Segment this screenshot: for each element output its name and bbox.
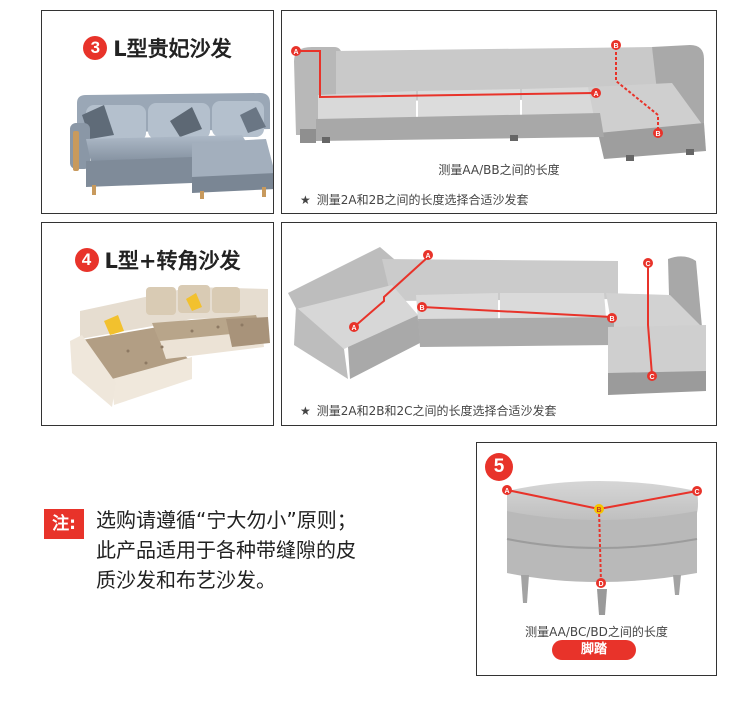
note-text: 选购请遵循“宁大勿小”原则； 此产品适用于各种带缝隙的皮 质沙发和布艺沙发。 <box>96 505 436 595</box>
measure-point-a: A <box>591 88 601 98</box>
panel-5-ottoman: A B C D 5 测量AA/BC/BD之间的长度 <box>476 442 717 676</box>
svg-text:A: A <box>293 49 298 56</box>
svg-text:D: D <box>598 581 603 588</box>
panel-4-footer-text: 测量2A和2B和2C之间的长度选择合适沙发套 <box>316 404 557 418</box>
note-badge: 注: <box>44 509 84 539</box>
panel-3-footer: ★ 测量2A和2B之间的长度选择合适沙发套 <box>300 191 528 208</box>
svg-text:B: B <box>655 131 660 138</box>
chaise-sofa-diagram: A A B B <box>291 40 706 161</box>
svg-text:B: B <box>609 316 614 323</box>
measure-point-a: A <box>502 485 512 495</box>
star-icon: ★ <box>300 193 311 207</box>
measure-point-c: C <box>647 371 657 381</box>
star-icon: ★ <box>300 404 311 418</box>
measure-point-d: D <box>596 578 606 588</box>
svg-text:A: A <box>351 325 356 332</box>
ottoman-diagram: A B C D <box>502 481 702 615</box>
corner-sofa-diagram: A A B B C C <box>288 247 706 395</box>
step-number-badge: 3 <box>83 36 108 60</box>
measure-point-b: B <box>611 40 621 50</box>
panel-4-title: L型+转角沙发 <box>104 249 241 273</box>
note-line: 选购请遵循“宁大勿小”原则； <box>96 508 357 532</box>
panel-4-footer: ★ 测量2A和2B和2C之间的长度选择合适沙发套 <box>300 402 557 419</box>
ottoman-label: 脚踏 <box>552 640 636 660</box>
measure-point-a: A <box>349 322 359 332</box>
svg-text:A: A <box>425 253 430 260</box>
svg-text:C: C <box>645 261 650 268</box>
step-number-badge: 5 <box>485 453 513 481</box>
panel-5-heading: 5 <box>485 453 513 481</box>
svg-text:B: B <box>613 43 618 50</box>
panel-3-diagram: A A B B 测量AA/BB之间的长度 ★ 测量2A和2B之间的长度选择合适沙发… <box>281 10 717 214</box>
note-line: 质沙发和布艺沙发。 <box>96 568 276 592</box>
step-number-badge: 4 <box>74 248 99 272</box>
measure-point-b: B <box>607 313 617 323</box>
panel-3-footer-text: 测量2A和2B之间的长度选择合适沙发套 <box>316 193 529 207</box>
corner-sofa-photo <box>70 285 270 407</box>
panel-3-measure-note: 测量AA/BB之间的长度 <box>438 163 560 177</box>
svg-text:B: B <box>596 507 601 514</box>
svg-text:A: A <box>504 488 509 495</box>
measure-point-b: B <box>594 504 604 514</box>
measure-point-a: A <box>423 250 433 260</box>
measure-point-c: C <box>692 486 702 496</box>
chaise-sofa-photo <box>70 93 273 199</box>
measure-point-c: C <box>643 258 653 268</box>
svg-text:C: C <box>649 374 654 381</box>
measure-point-b: B <box>653 128 663 138</box>
svg-text:B: B <box>419 305 424 312</box>
panel-5-measure-note: 测量AA/BC/BD之间的长度 <box>525 625 668 639</box>
panel-3-title: L型贵妃沙发 <box>113 37 232 61</box>
panel-4-diagram: A A B B C C ★ 测量2A和2B和2C之间的长度选择合适沙发套 <box>281 222 717 426</box>
measure-point-b: B <box>417 302 427 312</box>
measure-point-a: A <box>291 46 301 56</box>
svg-text:C: C <box>694 489 699 496</box>
svg-text:A: A <box>593 91 598 98</box>
note-line: 此产品适用于各种带缝隙的皮 <box>96 538 356 562</box>
